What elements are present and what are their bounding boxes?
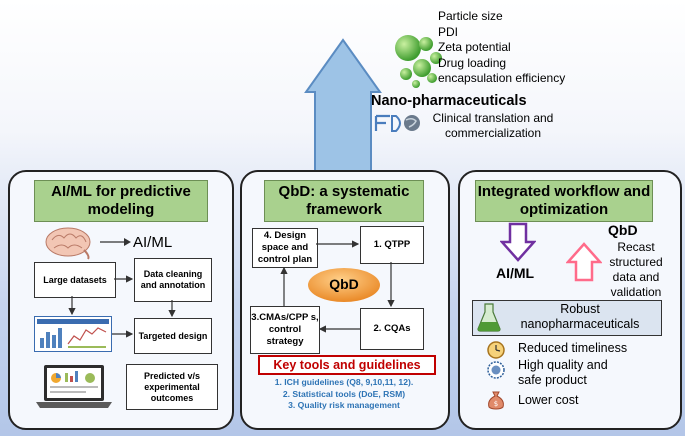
ai-ml-panel-header: AI/ML for predictive modeling <box>34 180 208 222</box>
nano-pharmaceuticals-title: Nano-pharmaceuticals <box>371 93 527 109</box>
right-qbd-label: QbD <box>608 222 638 238</box>
qbd-panel-header: QbD: a systematic framework <box>264 180 424 222</box>
property-item: Zeta potential <box>438 40 511 54</box>
large-datasets-box: Large datasets <box>34 262 116 298</box>
quality-badge-icon <box>487 361 505 379</box>
guideline-item: 1. ICH guidelines (Q8, 9,10,11, 12). <box>274 377 414 387</box>
nanoparticle-cluster-icon <box>395 35 442 88</box>
property-item: Drug loading <box>438 55 507 70</box>
key-tools-label: Key tools and guidelines <box>258 355 436 375</box>
property-item: PDI <box>438 24 459 39</box>
design-space-box: 4. Design space and control plan <box>252 228 318 268</box>
predicted-outcomes-box: Predicted v/s experimental outcomes <box>126 364 218 410</box>
brain-arrow <box>100 238 131 246</box>
qbd-center-label: QbD <box>329 276 359 292</box>
cqas-box: 2. CQAs <box>360 308 424 350</box>
flask-icon <box>477 303 501 332</box>
right-ai-ml-label: AI/ML <box>496 265 535 281</box>
property-item: Particle size <box>438 9 503 23</box>
ai-ml-label: AI/ML <box>133 234 173 251</box>
qtpp-box: 1. QTPP <box>360 226 424 264</box>
up-arrow-icon <box>566 242 602 282</box>
property-list: Particle size PDI Zeta potential Drug lo… <box>438 9 565 87</box>
clock-icon <box>487 341 505 359</box>
guidelines-list: 1. ICH guidelines (Q8, 9,10,11, 12). 2. … <box>246 377 442 412</box>
cmas-box: 3.CMAs/CPP s, control strategy <box>250 306 320 354</box>
regulatory-logo-icon <box>374 114 420 132</box>
guideline-item: 2. Statistical tools (DoE, RSM) <box>282 388 406 399</box>
property-item: encapsulation efficiency <box>438 71 566 85</box>
benefit-item: Lower cost <box>518 393 579 407</box>
dashboard-image <box>34 316 112 352</box>
guideline-item: 3. Quality risk management <box>288 400 400 410</box>
integrated-workflow-header: Integrated workflow and optimization <box>475 180 653 222</box>
laptop-image <box>36 365 112 408</box>
benefit-item: Reduced timeliness <box>518 341 628 355</box>
money-bag-icon: $ <box>488 391 504 410</box>
down-arrow-icon <box>500 222 536 262</box>
qbd-center-ellipse <box>308 268 380 302</box>
robust-box <box>472 300 662 336</box>
robust-text: Robust nanopharmaceuticals <box>520 302 640 331</box>
brain-icon <box>45 227 91 260</box>
svg-text:$: $ <box>494 400 498 408</box>
clinical-translation-text: Clinical translation and commercializati… <box>432 111 554 140</box>
data-cleaning-box: Data cleaning and annotation <box>134 258 212 302</box>
targeted-design-box: Targeted design <box>134 318 212 354</box>
recast-text: Recast structured data and validation <box>609 240 663 299</box>
benefit-item: High quality and safe product <box>518 358 608 387</box>
